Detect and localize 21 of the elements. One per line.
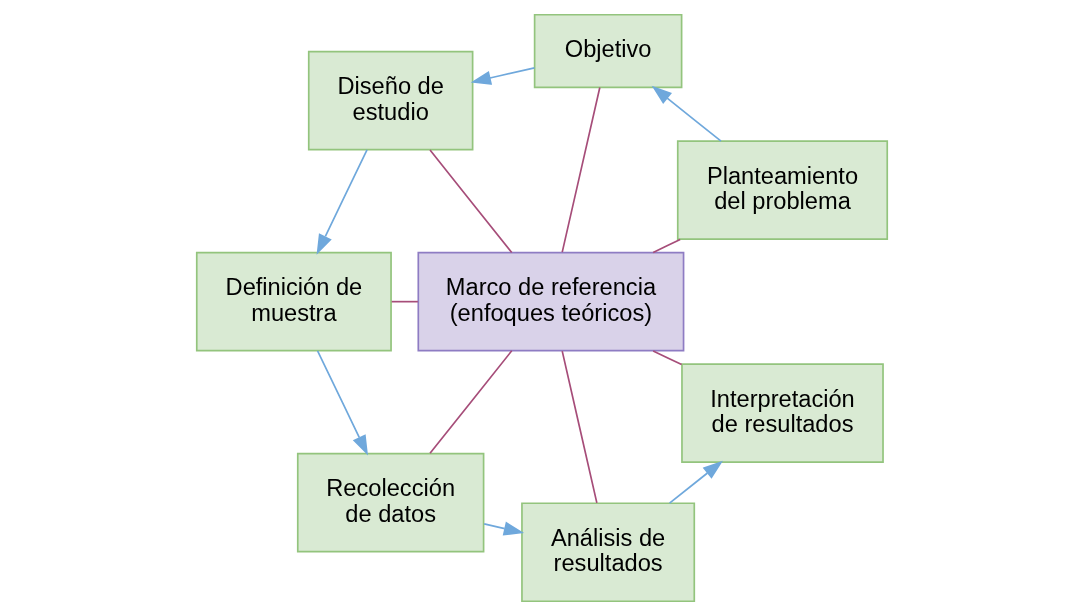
connector bbox=[560, 86, 601, 253]
connector bbox=[390, 300, 419, 303]
node-box: Definición de muestra bbox=[195, 251, 392, 352]
node-box: Objetivo bbox=[533, 13, 682, 89]
node-box: Diseño de estudio bbox=[307, 50, 473, 151]
node-box: Planteamiento del problema bbox=[676, 140, 888, 240]
connector bbox=[651, 350, 682, 366]
connector bbox=[428, 349, 513, 455]
arrow bbox=[470, 67, 535, 85]
arrow bbox=[316, 349, 368, 456]
node-box: Recolección de datos bbox=[296, 452, 484, 553]
node-box: Interpretación de resultados bbox=[680, 363, 884, 464]
connector bbox=[428, 149, 513, 254]
connector bbox=[651, 238, 681, 254]
connector bbox=[560, 350, 598, 504]
arrow bbox=[651, 85, 722, 142]
arrow bbox=[668, 460, 723, 505]
arrow bbox=[316, 149, 368, 255]
arrow bbox=[482, 521, 524, 536]
node-box: Análisis de resultados bbox=[520, 502, 695, 603]
node-box: Marco de referencia (enfoques teóricos) bbox=[416, 251, 684, 352]
